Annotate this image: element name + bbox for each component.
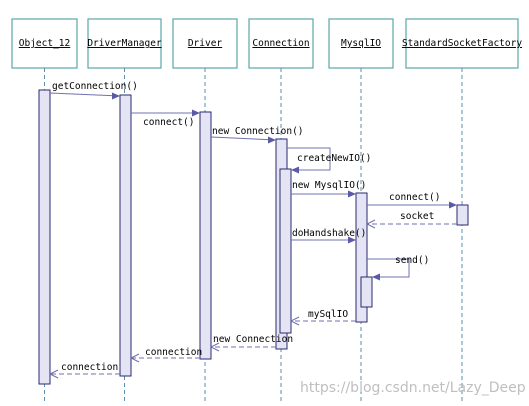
arrowheads: [112, 92, 457, 281]
activation-bar: [355, 192, 368, 323]
participant-label: Connection: [252, 38, 309, 49]
message-label: getConnection(): [52, 81, 138, 92]
watermark-text: https://blog.csdn.net/Lazy_Deep: [300, 380, 526, 396]
activation-bar: [360, 276, 373, 308]
arrowhead: [449, 201, 457, 209]
participant-box: [405, 18, 519, 69]
arrowhead: [348, 236, 356, 244]
messages: [49, 92, 457, 375]
arrowhead: [268, 136, 276, 144]
message-labels: getConnection() connect() new Connection…: [52, 81, 440, 373]
open-arrowheads: [48, 219, 376, 379]
arrowhead: [348, 190, 356, 198]
arrowhead: [372, 273, 380, 281]
participant-connection: Connection: [248, 18, 314, 69]
arrowhead: [192, 109, 200, 117]
participant-box: [248, 18, 314, 69]
message-label: socket: [400, 211, 434, 222]
message-label: createNewIO(): [297, 153, 371, 164]
activations: [38, 89, 469, 385]
return-arrowhead: [365, 219, 376, 229]
participant-standardsocketfactory: StandardSocketFactory: [402, 18, 522, 69]
message-label: new Connection: [213, 334, 293, 345]
self-message-arrow: [287, 147, 331, 171]
activation-bar: [119, 94, 132, 377]
message-label: connect(): [143, 117, 194, 128]
message-label: doHandshake(): [292, 228, 366, 239]
message-label: connection: [145, 347, 202, 358]
message-arrow: [210, 136, 277, 141]
participant-object12: Object_12: [11, 18, 78, 69]
participant-box: [87, 18, 162, 69]
arrowhead: [291, 166, 299, 174]
message-label: new Connection(): [212, 126, 304, 137]
participant-drivermanager: DriverManager: [87, 18, 162, 69]
return-arrowhead: [289, 316, 300, 326]
participant-label: Object_12: [19, 38, 70, 49]
participant-box: [11, 18, 78, 69]
message-label: connection: [61, 362, 118, 373]
lifelines: [44, 68, 463, 402]
participant-label: Driver: [188, 38, 223, 49]
participant-label: DriverManager: [87, 38, 162, 49]
message-label: send(): [395, 255, 429, 266]
participant-label: MysqlIO: [341, 38, 381, 49]
participant-box: [172, 18, 238, 69]
participant-driver: Driver: [172, 18, 238, 69]
return-arrowhead: [209, 342, 220, 352]
participant-mysqlio: MysqlIO: [328, 18, 394, 69]
return-arrowhead: [48, 369, 59, 379]
activation-bar: [456, 204, 469, 226]
message-arrow: [49, 92, 121, 97]
self-message-arrow: [367, 258, 410, 278]
arrowhead: [112, 92, 120, 100]
return-arrowhead: [129, 353, 140, 363]
message-label: mySqlIO: [308, 309, 348, 320]
message-label: connect(): [389, 192, 440, 203]
activation-bar: [38, 89, 51, 385]
message-label: new MysqlIO(): [292, 180, 366, 191]
participant-label: StandardSocketFactory: [402, 38, 522, 49]
activation-bar: [279, 168, 292, 334]
activation-bar: [199, 111, 212, 360]
